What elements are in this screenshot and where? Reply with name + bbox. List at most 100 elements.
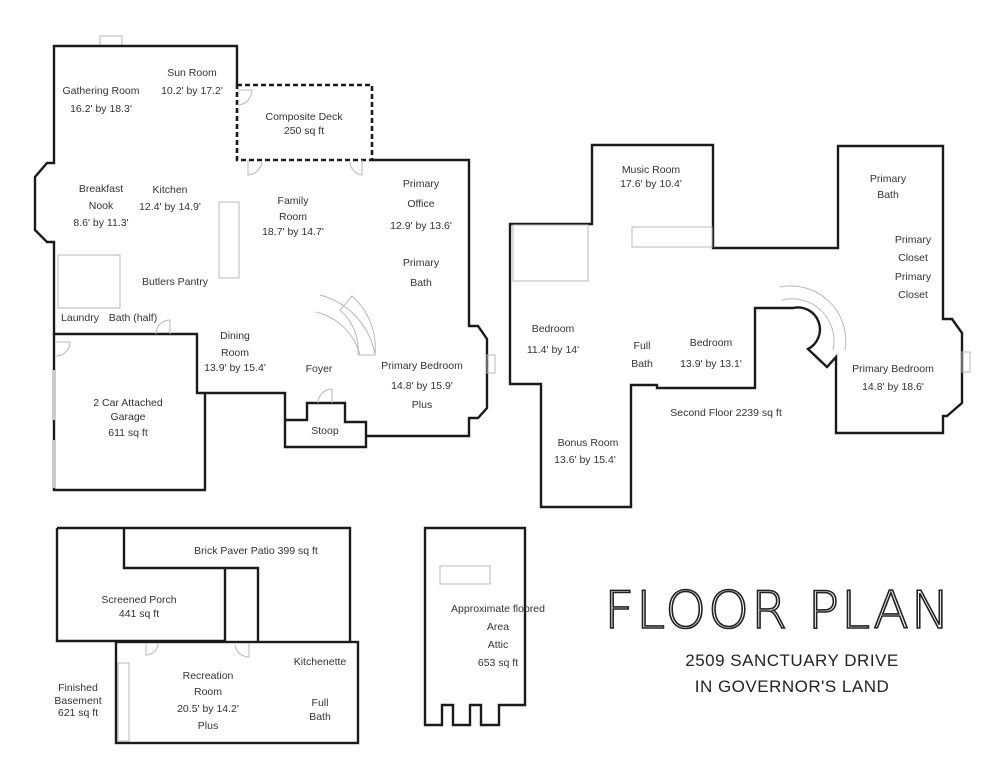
room-name: Kitchen — [152, 184, 187, 196]
room-name: Bonus Room — [558, 437, 619, 449]
room-name: Breakfast — [79, 183, 123, 195]
kitchen-stairs — [218, 201, 240, 279]
room-name: Room — [221, 347, 249, 359]
patio-outline — [55, 526, 352, 643]
basement: Brick Paver Patio 399 sq ft Screened Por… — [54, 526, 360, 745]
room-dimensions: 11.4' by 14' — [527, 344, 579, 356]
room-name: Bath — [309, 711, 331, 723]
half-bath-label: Bath (half) — [109, 312, 157, 324]
room-name: Bedroom — [690, 337, 733, 349]
stoop-label: Stoop — [311, 425, 339, 437]
screened-porch-label: Screened Porch 441 sq ft — [101, 594, 176, 620]
room-area: 250 sq ft — [284, 125, 324, 137]
room-dimensions: 13.9' by 13.1' — [680, 358, 742, 370]
basement-stairs — [117, 662, 130, 742]
window-bump — [961, 351, 971, 373]
composite-deck-outline — [235, 83, 374, 162]
title-block: FLOOR PLAN 2509 SANCTUARY DRIVE IN GOVER… — [603, 580, 950, 696]
room-name: Area — [487, 621, 509, 633]
full-bath-label: Full Bath — [631, 340, 653, 370]
room-name: Music Room — [622, 164, 681, 176]
finished-basement-label: Finished Basement 621 sq ft — [54, 682, 101, 719]
room-name: Dining — [220, 330, 250, 342]
room-name: Room — [194, 686, 222, 698]
door-icon — [349, 160, 363, 176]
foyer-label: Foyer — [306, 363, 333, 375]
room-name: Composite Deck — [265, 111, 343, 123]
room-name: Bath — [631, 358, 653, 370]
primary-closets-label: Primary Closet Primary Closet — [895, 234, 932, 301]
room-name: Bedroom — [532, 323, 575, 335]
primary-bedroom-label: Primary Bedroom 14.8' by 15.9' Plus — [381, 360, 463, 411]
chimney — [99, 35, 123, 47]
kitchenette-label: Kitchenette — [294, 656, 347, 668]
gathering-room-label: Gathering Room 16.2' by 18.3' — [62, 85, 139, 115]
room-dimensions: 13.9' by 15.4' — [204, 362, 266, 374]
laundry-label: Laundry — [61, 312, 100, 324]
curved-stairs — [339, 295, 376, 356]
basement-full-bath-label: Full Bath — [309, 697, 331, 723]
room-note: Plus — [198, 720, 218, 732]
room-name: Bath — [877, 189, 899, 201]
door-icon — [145, 642, 159, 656]
second-floor-outline — [508, 143, 964, 509]
second-floor: Music Room 17.6' by 10.4' Primary Bath P… — [508, 143, 971, 509]
bedroom-1-label: Bedroom 11.4' by 14' — [527, 323, 579, 356]
attic-stairs — [439, 565, 491, 585]
room-name: Recreation — [183, 670, 234, 682]
patio-label: Brick Paver Patio 399 sq ft — [194, 545, 318, 557]
room-dimensions: 14.8' by 15.9' — [391, 380, 453, 392]
room-dimensions: 12.4' by 14.9' — [139, 201, 201, 213]
address-line-2: IN GOVERNOR'S LAND — [695, 677, 890, 696]
room-dimensions: 12.9' by 13.6' — [390, 220, 452, 232]
stoop-outline — [283, 401, 368, 449]
attic: Approximate floored Area Attic 653 sq ft — [423, 526, 545, 727]
room-name: Office — [407, 198, 434, 210]
room-name: Garage — [110, 411, 145, 423]
composite-deck-label: Composite Deck 250 sq ft — [265, 111, 343, 137]
room-name: Full — [634, 340, 651, 352]
room-dimensions: 8.6' by 11.3' — [73, 217, 128, 229]
primary-bath-label: Primary Bath — [870, 173, 907, 201]
room-name: Screened Porch — [101, 594, 176, 606]
room-name: Full — [312, 697, 329, 709]
recreation-room-label: Recreation Room 20.5' by 14.2' Plus — [177, 670, 239, 732]
room-name: Closet — [898, 252, 928, 264]
room-name: Primary — [895, 234, 932, 246]
second-floor-total-label: Second Floor 2239 sq ft — [670, 407, 782, 419]
room-dimensions: 17.6' by 10.4' — [620, 178, 682, 190]
breakfast-nook-label: Breakfast Nook 8.6' by 11.3' — [73, 183, 128, 229]
sun-room-label: Sun Room 10.2' by 17.2' — [161, 67, 223, 97]
kitchen-label: Kitchen 12.4' by 14.9' — [139, 184, 201, 213]
window-bump — [486, 354, 496, 374]
room-name: Primary Bedroom — [852, 363, 934, 375]
dining-room-label: Dining Room 13.9' by 15.4' — [204, 330, 266, 374]
room-name: Primary — [870, 173, 907, 185]
primary-bedroom-label: Primary Bedroom 14.8' by 18.6' — [852, 363, 934, 393]
bonus-room-label: Bonus Room 13.6' by 15.4' — [554, 437, 619, 466]
door-icon — [317, 388, 333, 404]
room-name: Approximate floored — [451, 603, 545, 615]
room-area: 441 sq ft — [119, 608, 159, 620]
room-name: Finished — [58, 682, 98, 694]
door-icon — [236, 89, 253, 106]
primary-bath-label: Primary Bath — [403, 257, 440, 289]
room-name: Room — [279, 211, 307, 223]
attic-label: Approximate floored Area Attic 653 sq ft — [451, 603, 545, 669]
room-area: 621 sq ft — [58, 707, 98, 719]
room-dimensions: 18.7' by 14.7' — [262, 226, 324, 238]
door-icon — [234, 643, 250, 658]
room-name: Gathering Room — [62, 85, 139, 97]
room-name: Nook — [89, 200, 114, 212]
music-room-label: Music Room 17.6' by 10.4' — [620, 164, 682, 190]
primary-office-label: Primary Office 12.9' by 13.6' — [390, 178, 452, 232]
room-dimensions: 10.2' by 17.2' — [161, 85, 223, 97]
second-floor-stairs — [631, 226, 713, 248]
curved-stairs-rail — [315, 294, 376, 356]
second-floor-l-stairs — [512, 224, 589, 282]
room-name: Attic — [488, 639, 508, 651]
room-area: 611 sq ft — [108, 427, 148, 439]
basement-l-stairs — [57, 254, 121, 309]
room-dimensions: 13.6' by 15.4' — [554, 454, 616, 466]
